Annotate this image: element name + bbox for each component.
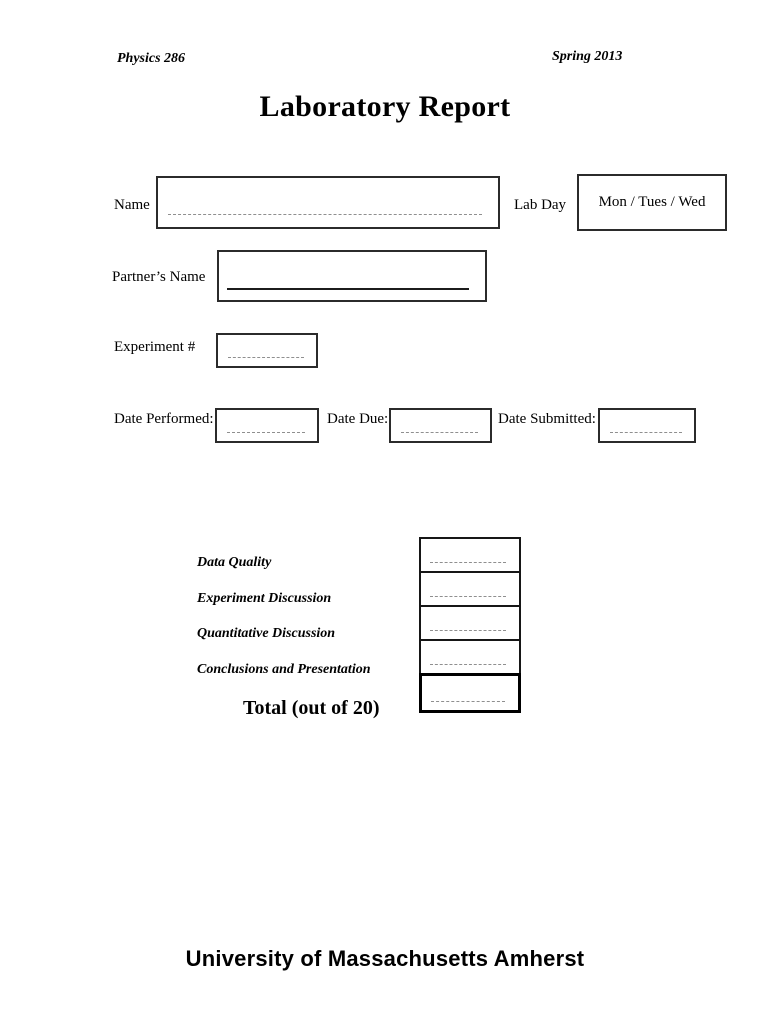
- date-submitted-field[interactable]: [598, 408, 696, 443]
- score-field-total[interactable]: [419, 673, 521, 713]
- score-field-conclusions-presentation[interactable]: [419, 639, 521, 675]
- page-title: Laboratory Report: [259, 90, 511, 123]
- date-performed-field[interactable]: [215, 408, 319, 443]
- date-submitted-label: Date Submitted:: [498, 411, 596, 427]
- experiment-number-label: Experiment #: [114, 339, 196, 355]
- score-blank-line: [430, 664, 506, 665]
- grade-item-quantitative-discussion-label: Quantitative Discussion: [197, 626, 336, 641]
- experiment-number-field[interactable]: [216, 333, 318, 368]
- date-performed-blank-line: [227, 432, 305, 433]
- grade-item-experiment-discussion-label: Experiment Discussion: [197, 591, 332, 606]
- lab-day-field[interactable]: Mon / Tues / Wed: [577, 174, 727, 231]
- term-label: Spring 2013: [552, 49, 623, 64]
- experiment-number-blank-line: [228, 357, 304, 358]
- date-due-field[interactable]: [389, 408, 492, 443]
- date-due-blank-line: [401, 432, 478, 433]
- lab-day-label: Lab Day: [514, 197, 567, 213]
- partner-name-label: Partner’s Name: [112, 269, 206, 285]
- date-performed-label: Date Performed:: [114, 411, 214, 427]
- date-submitted-blank-line: [610, 432, 682, 433]
- score-field-data-quality[interactable]: [419, 537, 521, 573]
- name-field[interactable]: [156, 176, 500, 229]
- name-label: Name: [114, 197, 150, 213]
- course-label: Physics 286: [117, 51, 186, 66]
- score-field-experiment-discussion[interactable]: [419, 571, 521, 607]
- partner-name-field[interactable]: [217, 250, 487, 302]
- total-label: Total (out of 20): [243, 697, 380, 719]
- score-blank-line: [430, 630, 506, 631]
- name-blank-line: [168, 214, 482, 215]
- grade-item-data-quality-label: Data Quality: [197, 555, 272, 570]
- institution-name: University of Massachusetts Amherst: [185, 946, 585, 971]
- score-column: [419, 537, 521, 713]
- date-due-label: Date Due:: [327, 411, 389, 427]
- partner-name-blank-line: [227, 288, 469, 290]
- score-field-quantitative-discussion[interactable]: [419, 605, 521, 641]
- grade-item-conclusions-presentation-label: Conclusions and Presentation: [197, 662, 371, 677]
- score-blank-line: [430, 562, 506, 563]
- score-blank-line: [430, 596, 506, 597]
- score-blank-line: [431, 701, 505, 702]
